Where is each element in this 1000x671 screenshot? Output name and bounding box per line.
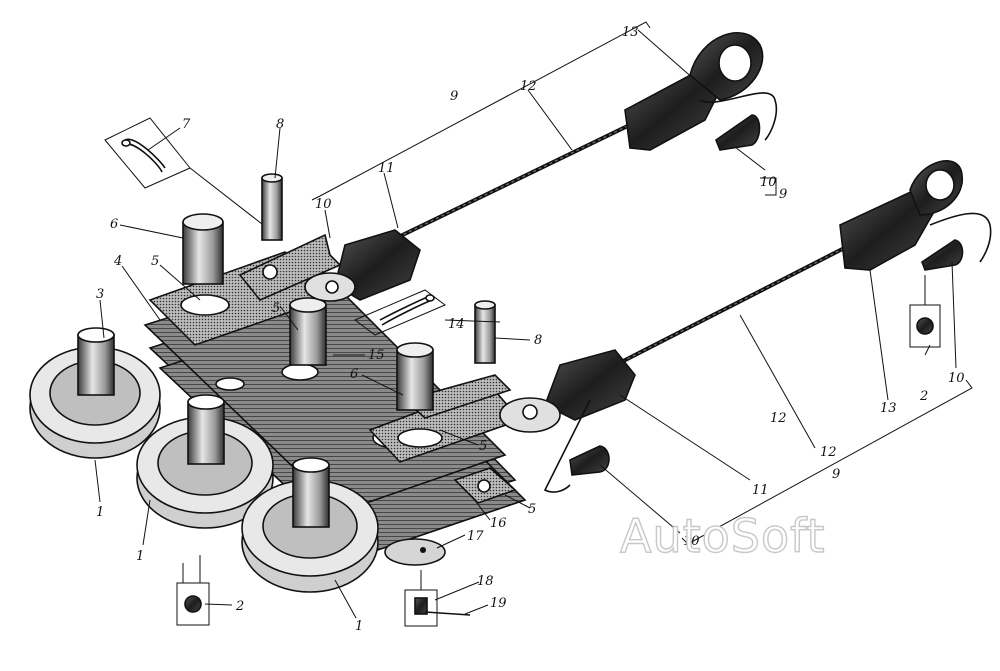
watermark-text: AutoSoft bbox=[620, 509, 826, 563]
wedge-lower-left bbox=[569, 445, 610, 476]
callout-labels: 1 1 1 2 2 3 4 5 5 5 5 6 6 7 8 8 9 9 9 10… bbox=[96, 25, 965, 634]
cable-end-sleeve-upper bbox=[304, 229, 421, 302]
callout-5b: 5 bbox=[272, 301, 280, 316]
callout-9a: 9 bbox=[450, 89, 458, 104]
callout-19: 19 bbox=[490, 596, 507, 611]
callout-2b: 2 bbox=[919, 389, 928, 404]
callout-18: 18 bbox=[477, 574, 494, 589]
callout-3: 3 bbox=[96, 287, 104, 302]
bracket-10-9 bbox=[760, 177, 777, 196]
cable-guide-bracket-top bbox=[238, 233, 342, 301]
callout-1b: 1 bbox=[136, 549, 144, 564]
callout-12a: 12 bbox=[520, 79, 537, 94]
pulley-right bbox=[241, 457, 379, 593]
small-plate-16 bbox=[453, 467, 517, 504]
pin-8-left bbox=[261, 173, 283, 241]
tension-lever-lower bbox=[839, 160, 992, 271]
wedge-lower-right bbox=[921, 239, 964, 271]
leader-lines bbox=[94, 29, 957, 619]
callout-5a: 5 bbox=[151, 254, 159, 269]
callout-10a: 10 bbox=[315, 197, 332, 212]
cable-lower bbox=[589, 238, 861, 380]
nipple-box-2-bottom bbox=[176, 555, 210, 626]
callout-4: 4 bbox=[113, 254, 122, 269]
callout-12c: 12 bbox=[770, 411, 787, 426]
callout-1a: 1 bbox=[96, 505, 104, 520]
callout-11a: 11 bbox=[378, 161, 395, 176]
callout-16: 16 bbox=[490, 516, 507, 531]
cotter-pin-box-7 bbox=[104, 117, 191, 189]
axle-pin-6-left bbox=[182, 213, 224, 285]
callout-10c: 10 bbox=[948, 371, 965, 386]
callout-10d: 10 bbox=[683, 534, 700, 549]
callout-13b: 13 bbox=[880, 401, 897, 416]
nut-box-18-19 bbox=[404, 570, 471, 627]
cable-end-sleeve-lower bbox=[499, 349, 636, 493]
callout-6b: 6 bbox=[350, 367, 358, 382]
callout-9b: 9 bbox=[779, 187, 787, 202]
pulley-left bbox=[29, 327, 161, 459]
callout-7: 7 bbox=[182, 117, 191, 132]
callout-1c: 1 bbox=[355, 619, 363, 634]
bracket-9-upper bbox=[311, 21, 651, 201]
callout-2a: 2 bbox=[235, 599, 244, 614]
nipple-box-2-right bbox=[909, 275, 941, 348]
callout-17: 17 bbox=[467, 529, 484, 544]
callout-6a: 6 bbox=[110, 217, 118, 232]
tension-lever-upper bbox=[624, 32, 778, 151]
callout-15: 15 bbox=[368, 348, 385, 363]
wedge-upper bbox=[715, 114, 761, 151]
pulley-middle bbox=[136, 394, 274, 529]
washer-17 bbox=[384, 538, 446, 566]
pin-8-right bbox=[474, 300, 496, 364]
callout-5c: 5 bbox=[479, 439, 487, 454]
callout-11b: 11 bbox=[752, 483, 769, 498]
callout-14: 14 bbox=[448, 317, 465, 332]
callout-5d: 5 bbox=[528, 502, 536, 517]
bracket-9-lower bbox=[681, 379, 973, 545]
cotter-pin-box-14 bbox=[354, 289, 446, 336]
callout-8b: 8 bbox=[534, 333, 542, 348]
axle-pin-6-right bbox=[396, 342, 434, 411]
axle-pin-15 bbox=[289, 297, 327, 366]
callout-8a: 8 bbox=[276, 117, 284, 132]
callout-10b: 10 bbox=[760, 175, 777, 190]
callout-13a: 13 bbox=[622, 25, 639, 40]
callout-12b: 12 bbox=[820, 445, 837, 460]
callout-9c: 9 bbox=[832, 467, 840, 482]
